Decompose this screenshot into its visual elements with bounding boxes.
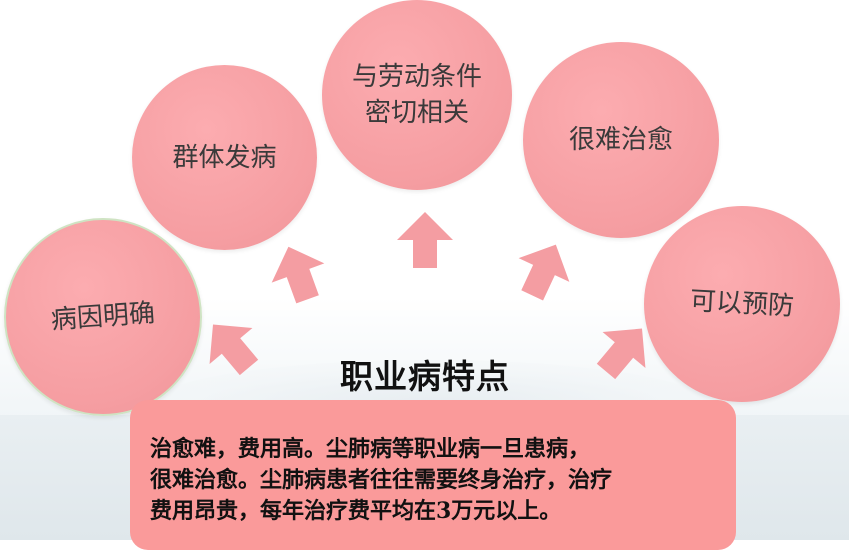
bubble-label-line-2: 密切相关	[364, 98, 469, 128]
description-box: 治愈难，费用高。尘肺病等职业病一旦患病， 很难治愈。尘肺病患者往往需要终身治疗，…	[130, 400, 736, 550]
bubble-qunti-fabing: 群体发病	[132, 65, 317, 250]
bubble-keyi-yufang: 可以预防	[644, 206, 840, 402]
bubble-label: 群体发病	[172, 142, 277, 173]
description-line-1: 治愈难，费用高。尘肺病等职业病一旦患病，	[150, 436, 591, 462]
bubble-label-line-1: 与劳动条件	[351, 62, 482, 92]
description-line-2: 很难治愈。尘肺病患者往往需要终身治疗，治疗	[150, 467, 613, 493]
diagram-title: 职业病特点	[340, 357, 510, 396]
arrow-up-icon	[271, 246, 325, 304]
bubble-label: 病因明确	[50, 298, 156, 336]
description-line-3: 费用昂贵，每年治疗费平均在3万元以上。	[150, 498, 562, 524]
arrow-up-icon	[397, 212, 453, 268]
bubble-label: 很难治愈	[568, 125, 673, 155]
bubble-label: 可以预防	[689, 286, 795, 322]
bubble-hennan-zhiyu: 很难治愈	[523, 42, 719, 238]
bubble-laodong-tiaojian: 与劳动条件 密切相关	[322, 0, 512, 190]
arrow-up-icon	[596, 328, 646, 380]
arrow-up-icon	[209, 324, 259, 376]
arrow-up-icon	[518, 244, 570, 301]
bubble-bingyin-mingque: 病因明确	[4, 218, 202, 416]
